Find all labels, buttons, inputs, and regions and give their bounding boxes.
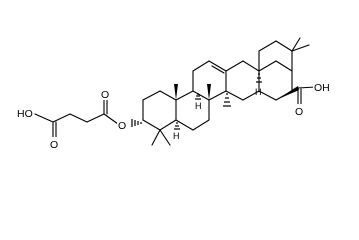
skeletal-formula-svg: OH O HO O O O H H H xyxy=(16,37,330,151)
label-o-ester-carbonyl: O xyxy=(101,89,109,101)
molecule-structure: OH O HO O O O H H H xyxy=(16,37,330,151)
h-c9-hash xyxy=(195,93,201,100)
methyl-c4-1 xyxy=(151,129,161,146)
label-h-c5: H xyxy=(173,131,180,141)
methyl-c8-wedge xyxy=(207,84,211,100)
label-ho-left: HO xyxy=(17,108,33,120)
label-o-acid-left: O xyxy=(50,139,58,151)
ring-a xyxy=(142,90,177,131)
ring-top xyxy=(258,40,293,72)
ring-c xyxy=(192,60,227,101)
c3-o-hash xyxy=(131,119,142,127)
h-c18-hash xyxy=(256,73,262,83)
ring-b xyxy=(175,90,210,131)
h-c5-hash xyxy=(174,122,180,130)
ring-d xyxy=(225,60,260,101)
cooh-wedge xyxy=(276,86,299,100)
label-oh-right: OH xyxy=(314,82,330,94)
double-bond-inner xyxy=(211,65,225,74)
succinate-chain xyxy=(34,97,119,140)
methyl-top-1 xyxy=(291,37,301,52)
methyl-c14-hash xyxy=(223,93,231,107)
label-h-c18: H xyxy=(255,87,262,97)
methyl-top-2 xyxy=(291,44,310,52)
label-o-ester-link: O xyxy=(118,120,126,132)
methyl-c4-2 xyxy=(159,129,171,146)
methyl-c10-wedge xyxy=(174,84,178,100)
label-h-c9: H xyxy=(195,101,202,111)
label-o-acid-right: O xyxy=(295,106,303,118)
